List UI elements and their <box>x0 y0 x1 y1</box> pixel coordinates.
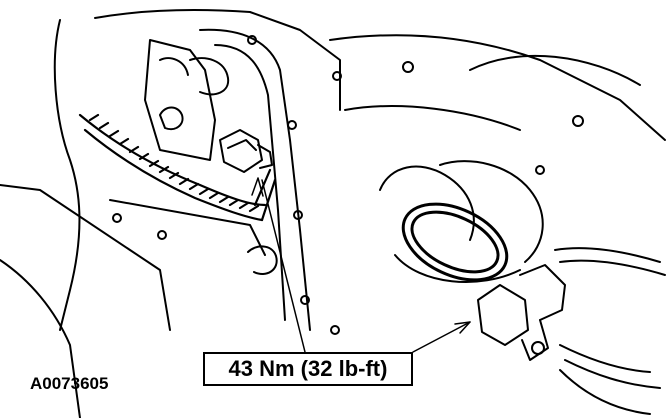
wiring-harness-icon <box>78 113 277 222</box>
sensor-connector-icon <box>477 247 666 415</box>
housing-opening <box>379 160 544 283</box>
o-ring-seal-icon <box>401 202 509 282</box>
cover-plate-icon <box>112 28 584 335</box>
torque-label: 43 Nm (32 lb-ft) <box>228 356 388 381</box>
transmission-case-icon <box>0 9 666 418</box>
figure-id: A0073605 <box>30 374 109 393</box>
valve-body-bracket <box>144 39 278 275</box>
fitting-nut-icon <box>219 129 273 173</box>
torque-callout: 43 Nm (32 lb-ft) <box>203 352 413 386</box>
callout-leader-lines <box>251 177 471 353</box>
